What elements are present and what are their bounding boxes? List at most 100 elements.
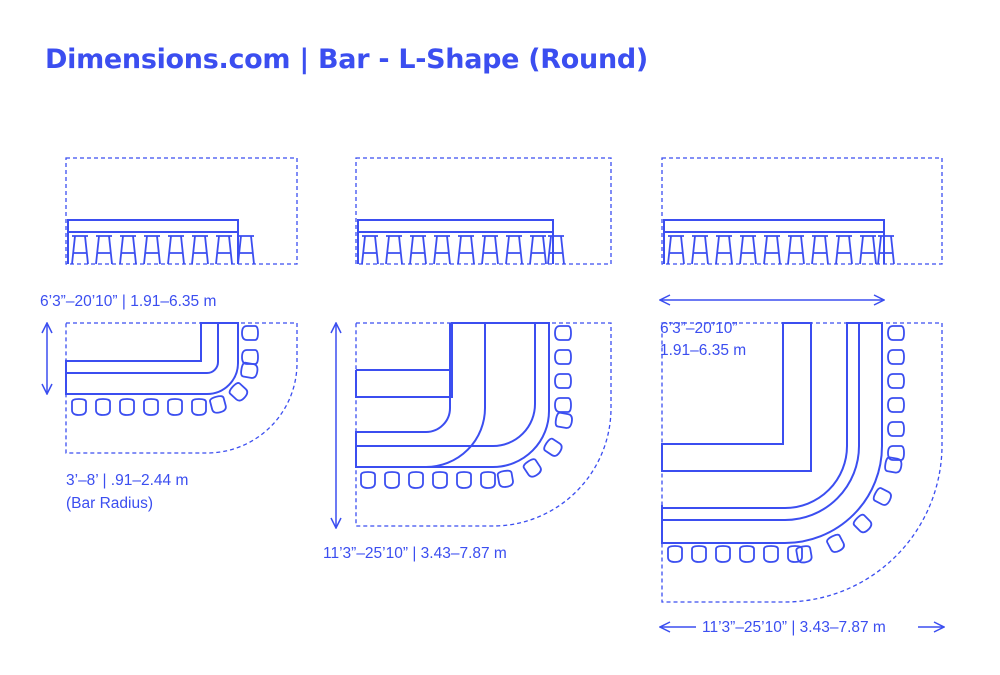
elevation-large bbox=[661, 157, 943, 265]
stool-arc bbox=[795, 456, 903, 564]
bar-stool-elevation bbox=[787, 235, 805, 265]
small-radius-label: 3’–8’ | .91–2.44 m bbox=[66, 472, 188, 489]
bar-stool-seat bbox=[739, 545, 755, 563]
elevation-boundary bbox=[65, 157, 298, 265]
seating-boundary bbox=[355, 322, 612, 527]
stool-column-side bbox=[887, 325, 905, 461]
bar-counter-elevation bbox=[663, 219, 885, 264]
page-title: Dimensions.com | Bar - L-Shape (Round) bbox=[45, 44, 648, 75]
bar-stool-seat bbox=[432, 471, 448, 489]
bar-stool-elevation bbox=[835, 235, 853, 265]
bar-stool-seat bbox=[763, 545, 779, 563]
stool-row-side bbox=[877, 235, 895, 265]
bar-stool-seat bbox=[209, 395, 227, 414]
bar-stool-elevation bbox=[191, 235, 209, 265]
stool-row-side bbox=[237, 235, 255, 265]
bar-stool-elevation bbox=[71, 235, 89, 265]
bar-stool-seat bbox=[241, 349, 259, 365]
bar-counter bbox=[355, 322, 486, 468]
bar-stool-seat bbox=[496, 469, 514, 488]
bar-inner-edge bbox=[356, 323, 536, 447]
variant-small: 6’3”–20’10” | 1.91–6.35 m 3’–8’ | .91–2.… bbox=[40, 157, 298, 512]
bar-stool-seat bbox=[887, 445, 905, 461]
bar-stool-elevation bbox=[691, 235, 709, 265]
large-width-label-metric: 1.91–6.35 m bbox=[660, 342, 746, 359]
small-radius-caption: (Bar Radius) bbox=[66, 495, 153, 512]
bar-stool-elevation bbox=[715, 235, 733, 265]
stool-arc bbox=[496, 411, 573, 488]
bar-stool-seat bbox=[456, 471, 472, 489]
bar-stool-seat bbox=[143, 398, 159, 416]
bar-stool-seat bbox=[787, 545, 803, 563]
bar-stool-seat bbox=[228, 382, 249, 402]
elevation-boundary bbox=[355, 157, 612, 265]
bar-stool-seat bbox=[667, 545, 683, 563]
bar-stool-elevation bbox=[811, 235, 829, 265]
bar-counter bbox=[661, 322, 883, 544]
bar-stool-elevation bbox=[95, 235, 113, 265]
bar-stool-seat bbox=[826, 533, 845, 553]
large-length-label: 11’3”–25’10” | 3.43–7.87 m bbox=[702, 619, 886, 636]
bar-stool-seat bbox=[554, 325, 572, 341]
bar-stool-seat bbox=[872, 487, 892, 506]
bar-stool-seat bbox=[887, 397, 905, 413]
bar-stool-seat bbox=[554, 373, 572, 389]
plan-large bbox=[660, 300, 944, 627]
bar-counter-elevation bbox=[67, 219, 239, 264]
bar-stool-elevation bbox=[739, 235, 757, 265]
bar-stool-seat bbox=[554, 349, 572, 365]
bar-stool-seat bbox=[887, 325, 905, 341]
bar-stool-elevation bbox=[859, 235, 877, 265]
bar-stool-elevation bbox=[119, 235, 137, 265]
bar-counter bbox=[65, 322, 239, 395]
bar-stool-elevation bbox=[547, 235, 565, 265]
plan-small bbox=[47, 322, 298, 454]
bar-stool-seat bbox=[480, 471, 496, 489]
bar-counter-elevation bbox=[357, 219, 554, 264]
stool-row-front bbox=[667, 235, 877, 265]
plan-medium bbox=[336, 322, 612, 528]
stool-row-bottom bbox=[667, 545, 803, 563]
bar-stool-seat bbox=[167, 398, 183, 416]
bar-stool-seat bbox=[71, 398, 87, 416]
stool-row-bottom bbox=[360, 471, 496, 489]
bar-stool-elevation bbox=[667, 235, 685, 265]
bar-stool-seat bbox=[119, 398, 135, 416]
bar-stool-seat bbox=[887, 421, 905, 437]
bar-stool-seat bbox=[408, 471, 424, 489]
large-width-label: 6’3”–20’10” bbox=[660, 320, 738, 337]
bar-stool-seat bbox=[191, 398, 207, 416]
stool-row-side bbox=[547, 235, 565, 265]
elevation-boundary bbox=[661, 157, 943, 265]
bar-stool-elevation bbox=[433, 235, 451, 265]
bar-stool-elevation bbox=[361, 235, 379, 265]
bar-stool-elevation bbox=[481, 235, 499, 265]
bar-stool-seat bbox=[554, 411, 573, 429]
bar-stool-elevation bbox=[215, 235, 233, 265]
elevation-medium bbox=[355, 157, 612, 265]
bar-counter-outline bbox=[355, 322, 550, 468]
bar-stool-seat bbox=[543, 437, 563, 457]
small-width-label: 6’3”–20’10” | 1.91–6.35 m bbox=[40, 293, 216, 310]
seating-boundary bbox=[661, 322, 943, 603]
stool-row-front bbox=[71, 235, 233, 265]
bar-stool-seat bbox=[241, 325, 259, 341]
bar-stool-seat bbox=[715, 545, 731, 563]
stool-row-front bbox=[361, 235, 547, 265]
bar-stool-elevation bbox=[237, 235, 255, 265]
bar-stool-seat bbox=[384, 471, 400, 489]
bar-stool-seat bbox=[554, 397, 572, 413]
bar-stool-seat bbox=[884, 456, 903, 474]
elevation-small bbox=[65, 157, 298, 265]
stool-column-side bbox=[554, 325, 572, 413]
bar-stool-seat bbox=[360, 471, 376, 489]
bar-stool-elevation bbox=[409, 235, 427, 265]
bar-stool-seat bbox=[852, 513, 873, 534]
bar-stool-elevation bbox=[505, 235, 523, 265]
bar-inner-edge bbox=[66, 323, 219, 374]
bar-stool-elevation bbox=[457, 235, 475, 265]
variant-large: 6’3”–20’10” 1.91–6.35 m 11’3”–25’10” | 3… bbox=[660, 157, 944, 636]
bar-stool-seat bbox=[522, 458, 542, 478]
bar-stool-seat bbox=[887, 349, 905, 365]
